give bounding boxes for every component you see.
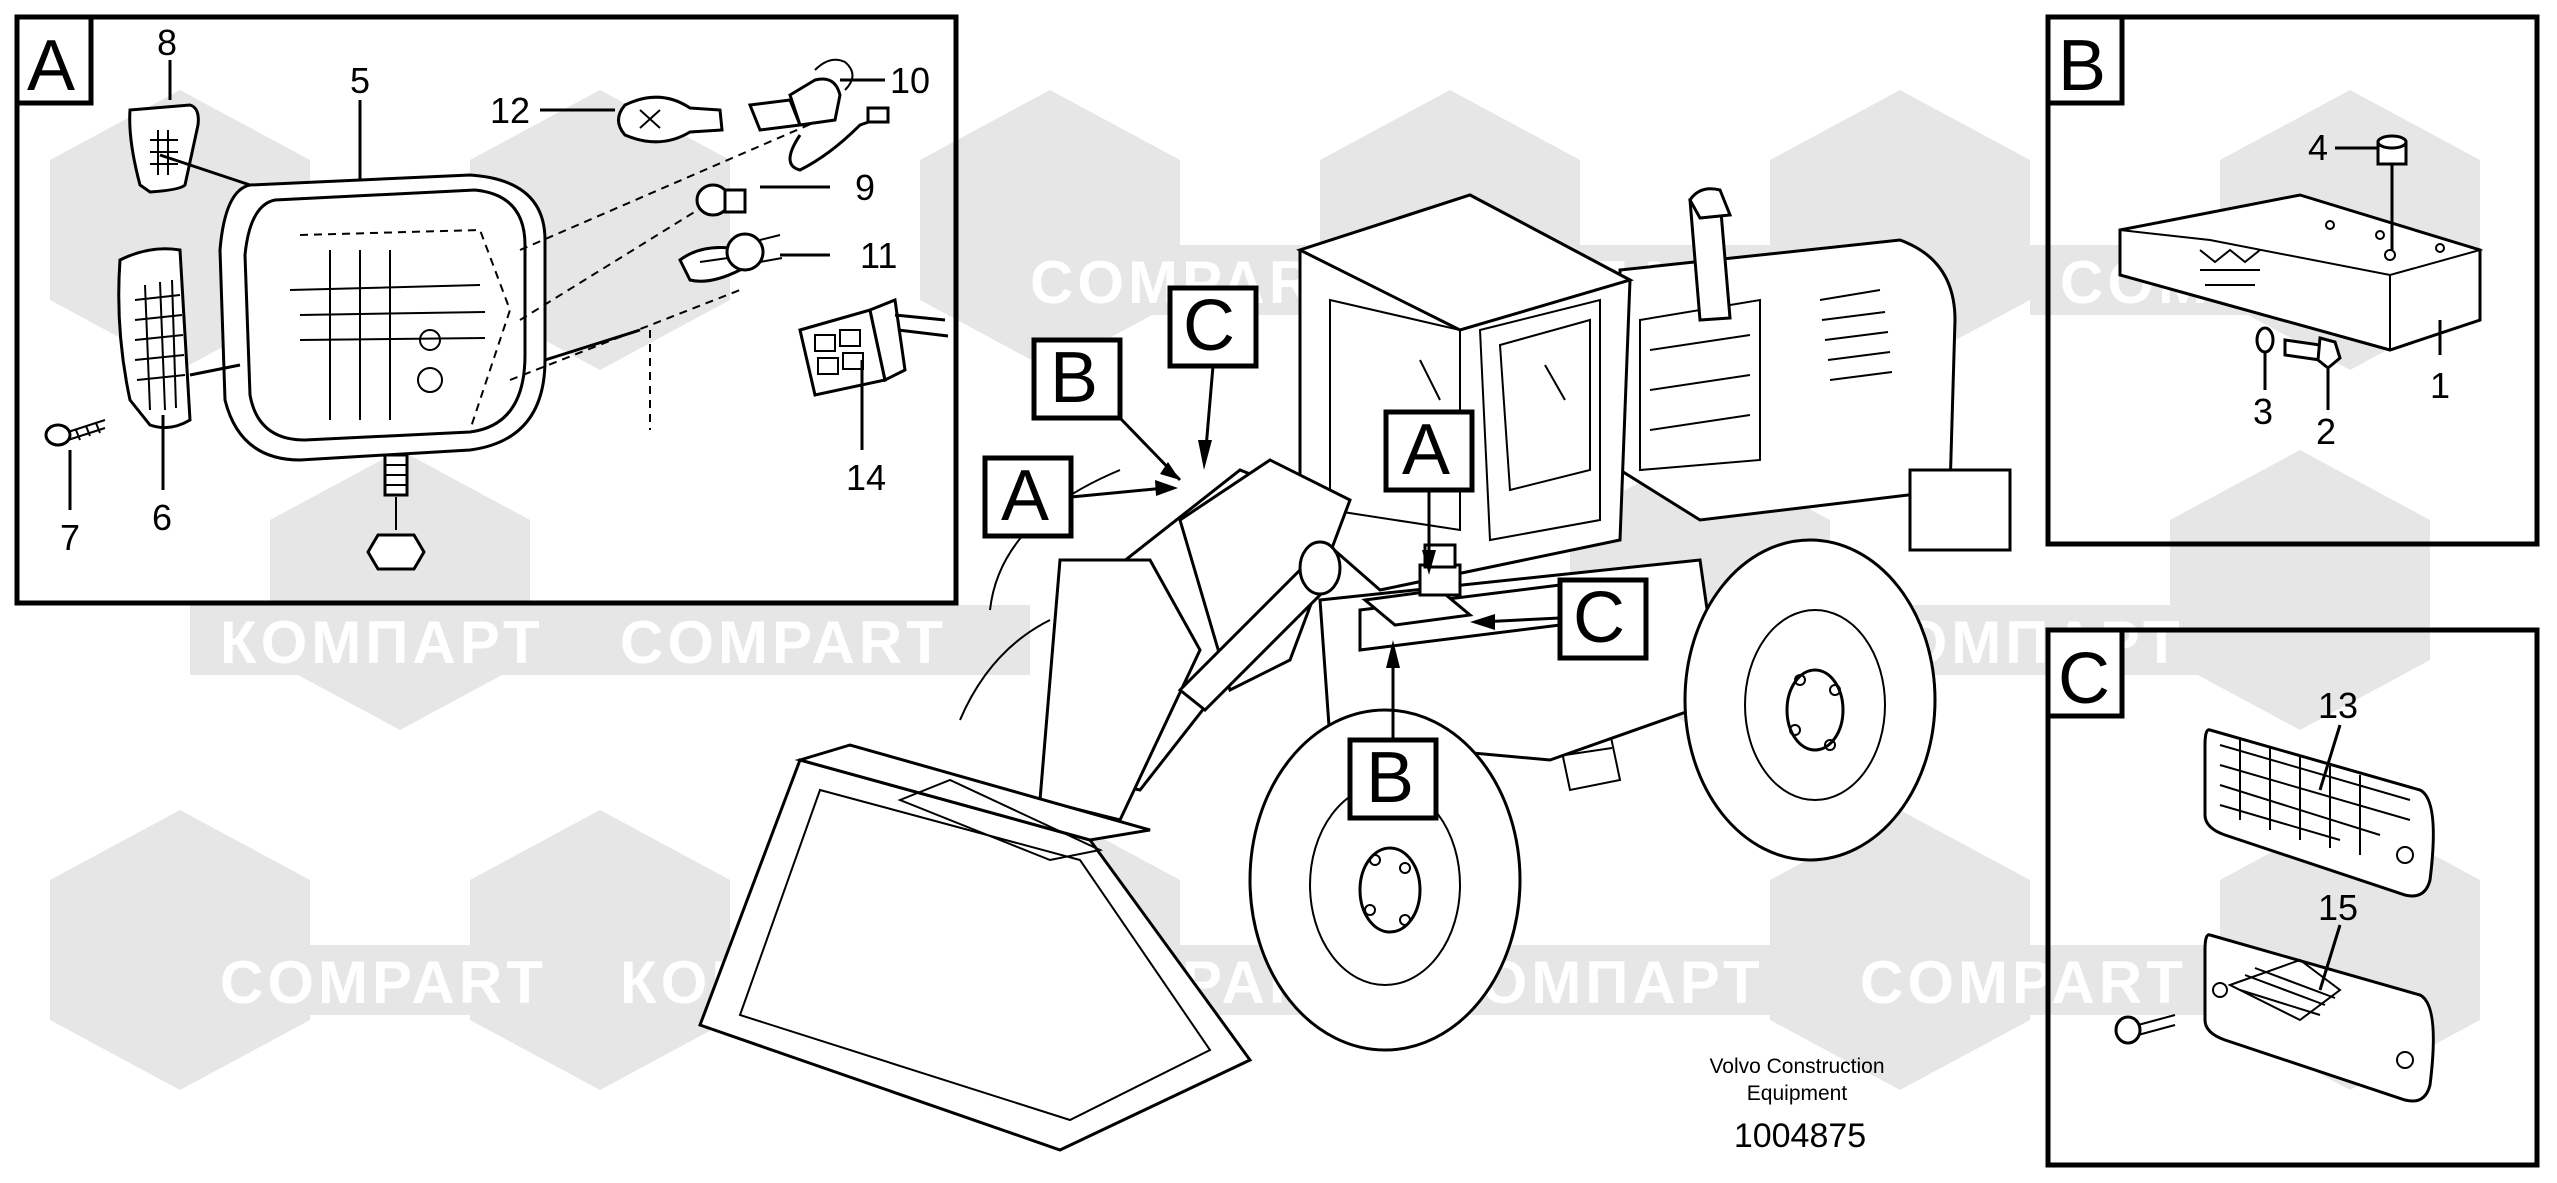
- nut-4: [2376, 134, 2408, 166]
- panel-c-leaders: [2318, 724, 2342, 991]
- drawing-number: 1004875: [1734, 1117, 1866, 1155]
- callout-label: 15: [2318, 887, 2358, 928]
- panel-c-label-box: [2045, 627, 2125, 719]
- callout-label: 9: [855, 167, 875, 208]
- reflector-15: [2203, 933, 2435, 1103]
- screw-c: [2114, 1014, 2176, 1045]
- panel-a: A: [14, 14, 959, 606]
- callout-label: 10: [890, 60, 930, 101]
- reflector-13: [2203, 728, 2435, 898]
- callout-label: 6: [152, 497, 172, 538]
- panel-b: B 4 3: [2045, 14, 2540, 547]
- bolt-2: [2283, 336, 2342, 370]
- screw-7: [44, 419, 106, 447]
- wheel-loader: C B A A C B: [698, 187, 2012, 1152]
- panel-a-leaders: [68, 60, 885, 510]
- callout-label: 2: [2316, 411, 2336, 452]
- front-wheel: [1248, 708, 1522, 1052]
- machine-label-a-left: A: [1001, 456, 1049, 536]
- callout-label: 7: [60, 517, 80, 558]
- callout-label: 1: [2430, 365, 2450, 406]
- panel-b-label-box: [2045, 14, 2125, 106]
- bracket-1: [2118, 193, 2484, 352]
- manufacturer-line-2: Equipment: [1747, 1082, 1848, 1105]
- panel-c-frame: [2045, 627, 2540, 1168]
- callout-label: 12: [490, 90, 530, 131]
- callout-label: 5: [350, 60, 370, 101]
- side-lens-6: [117, 247, 241, 430]
- side-lens-8: [128, 103, 200, 194]
- headlamp-housing: [218, 119, 821, 571]
- panel-a-frame: [14, 14, 959, 606]
- machine-label-box: [1347, 737, 1439, 821]
- panel-c-letter: C: [2058, 639, 2110, 719]
- socket-wire-10: [747, 58, 890, 172]
- watermark-text: КОМПАРТ: [220, 609, 544, 676]
- machine-label-box: [982, 455, 1074, 539]
- bucket: [698, 743, 1253, 1152]
- watermark-text: COMPART: [1860, 949, 2187, 1016]
- panel-b-frame: [2045, 14, 2540, 547]
- callout-label: 8: [157, 22, 177, 63]
- panel-b-callouts: 4 3 2 1: [2253, 127, 2450, 452]
- callout-label: 14: [846, 457, 886, 498]
- machine-label-c-top: C: [1183, 286, 1235, 366]
- bulb-12: [617, 95, 724, 144]
- bulb-9: [695, 183, 747, 217]
- watermark-text: COMPART: [220, 949, 547, 1016]
- machine-label-box: [1383, 409, 1475, 493]
- watermark-text: COMPART: [620, 609, 947, 676]
- drawing-footer: Volvo Construction Equipment 1004875: [1709, 1055, 1884, 1155]
- callout-label: 11: [860, 235, 897, 276]
- machine-label-a-mirror: A: [1402, 410, 1450, 490]
- callout-label: 3: [2253, 391, 2273, 432]
- panel-c-callouts: 13 15: [2318, 685, 2358, 928]
- callout-label: 13: [2318, 685, 2358, 726]
- machine-label-box: [1031, 337, 1123, 421]
- panel-b-leaders: [2263, 146, 2442, 410]
- machine-label-c-fender: C: [1573, 578, 1625, 658]
- panel-c: C 13 15: [2045, 627, 2540, 1168]
- panel-b-letter: B: [2058, 26, 2106, 106]
- manufacturer-line-1: Volvo Construction: [1709, 1055, 1884, 1078]
- halogen-bulb-11: [678, 232, 783, 283]
- panel-a-callouts: 8 5 12 10 9 11 14 7 6: [60, 22, 930, 558]
- washer-3: [2255, 326, 2275, 354]
- panel-a-letter: A: [27, 26, 75, 106]
- callout-label: 4: [2308, 127, 2328, 168]
- machine-label-b-bottom: B: [1366, 738, 1414, 818]
- panel-a-label-box: [14, 14, 94, 106]
- label-pointers: [1070, 365, 1561, 740]
- machine-labels: C B A A C B: [982, 285, 1649, 821]
- connector-14: [649, 297, 949, 430]
- rear-wheel: [1683, 538, 1937, 862]
- machine-label-b-top: B: [1050, 338, 1098, 418]
